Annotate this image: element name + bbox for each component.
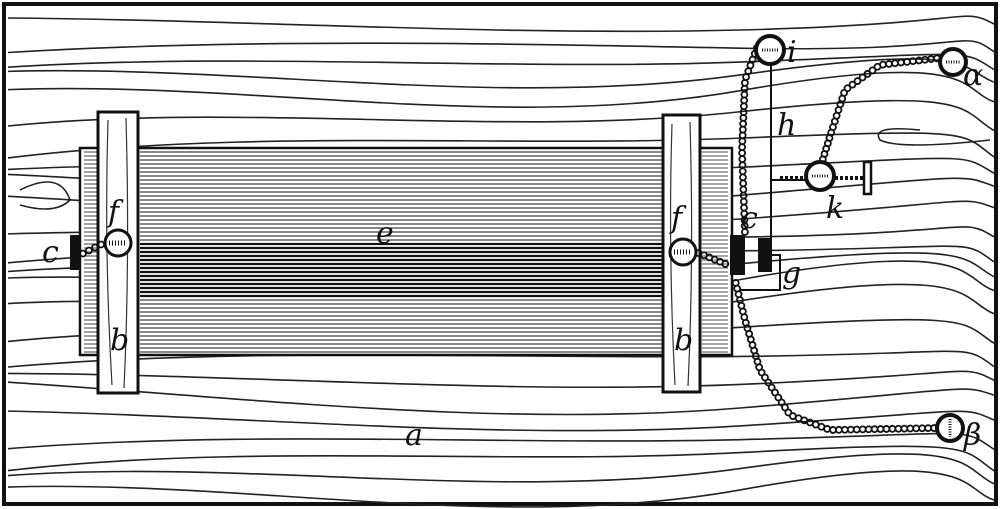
label-wire: h <box>777 108 796 143</box>
label-terminal-k: k <box>826 191 844 226</box>
terminal-k-icon <box>804 160 836 192</box>
contact-right <box>730 235 745 275</box>
grain-line <box>7 99 995 132</box>
grain-line <box>7 381 995 416</box>
label-terminal-i: i <box>787 35 797 70</box>
coil <box>78 146 734 357</box>
screw-left-icon <box>103 228 133 258</box>
grain-line <box>7 71 995 108</box>
label-contact-right: c <box>741 201 758 236</box>
grain-line <box>7 470 995 508</box>
coiled-wires <box>79 44 941 434</box>
grain-line <box>7 410 995 432</box>
grain-line <box>7 132 995 159</box>
label-coil: e <box>376 216 394 251</box>
terminal-alpha-icon <box>938 47 968 77</box>
grain-line <box>7 445 995 472</box>
grain-line <box>7 453 995 485</box>
label-block-left: b <box>110 323 129 358</box>
spring-contact-g <box>758 238 772 272</box>
grain-line <box>7 40 995 54</box>
label-contact-left: c <box>42 235 59 270</box>
terminal-beta-icon <box>935 413 965 443</box>
screw-right-icon <box>668 237 698 267</box>
label-block-right: b <box>674 323 693 358</box>
contact-left <box>70 235 80 270</box>
grain-line <box>7 350 995 368</box>
grain-line <box>7 15 995 33</box>
label-terminal-beta: β <box>963 418 981 453</box>
grain-line <box>7 370 995 389</box>
label-board: a <box>405 418 423 453</box>
label-spring-contact: g <box>782 256 801 291</box>
label-terminal-alpha: α <box>963 58 983 93</box>
terminal-i-icon <box>754 34 786 66</box>
